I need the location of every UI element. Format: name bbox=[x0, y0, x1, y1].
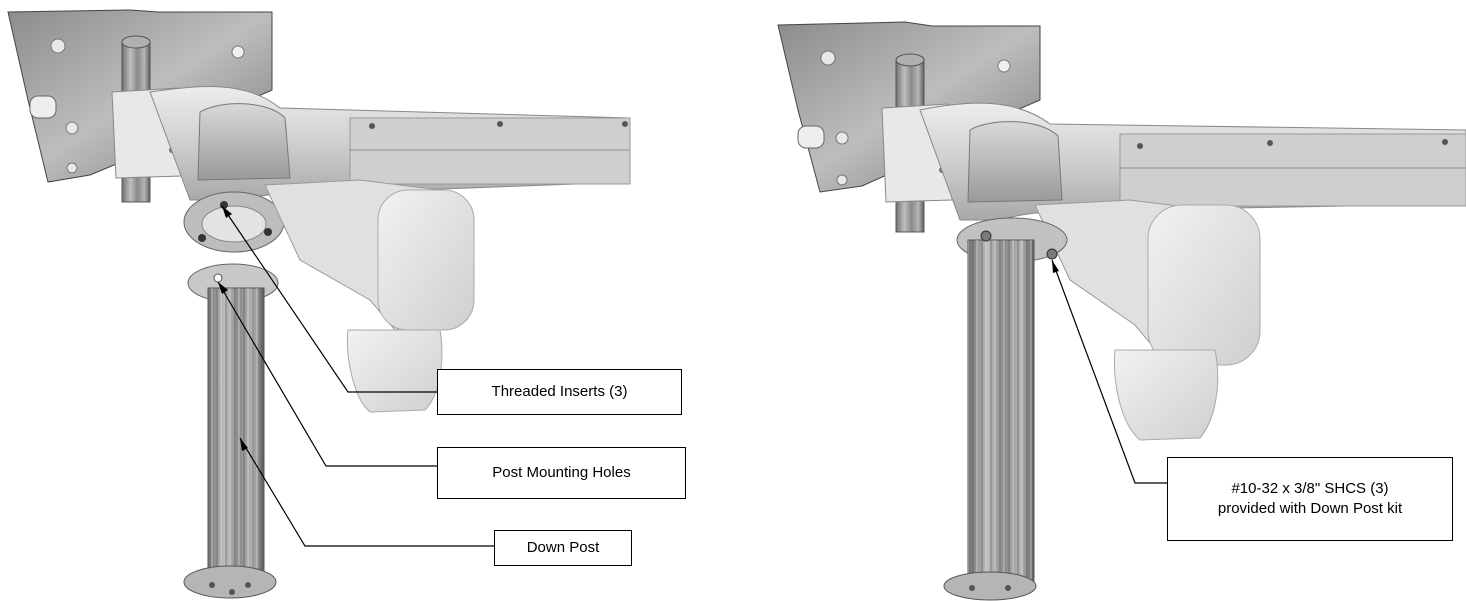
threaded-insert bbox=[198, 234, 206, 242]
shcs-screw bbox=[980, 230, 992, 242]
callout-threaded-inserts: Threaded Inserts (3) bbox=[437, 369, 682, 415]
callout-shcs: #10-32 x 3/8" SHCS (3) provided with Dow… bbox=[1167, 457, 1453, 541]
callout-post-mounting-holes-text: Post Mounting Holes bbox=[492, 464, 631, 481]
leader-post-mounting-holes bbox=[217, 281, 437, 467]
arm-pad-lower-right bbox=[1113, 349, 1219, 441]
locking-pin-left bbox=[29, 95, 57, 119]
callout-down-post-text: Down Post bbox=[526, 539, 600, 556]
callout-post-mounting-holes: Post Mounting Holes bbox=[437, 447, 686, 499]
leader-shcs bbox=[1051, 259, 1167, 484]
callout-shcs-line1: #10-32 x 3/8" SHCS (3) bbox=[1231, 480, 1389, 497]
callout-shcs-line2: provided with Down Post kit bbox=[1217, 500, 1403, 517]
callout-down-post: Down Post bbox=[494, 530, 632, 566]
plate-stud-left bbox=[66, 162, 78, 174]
plate-stud-left bbox=[65, 121, 79, 135]
down-post-installed-flange-bottom bbox=[943, 571, 1037, 601]
shcs-screw bbox=[1046, 248, 1058, 260]
down-post-flange-bottom bbox=[183, 565, 277, 599]
arm-pad-upper-right bbox=[1147, 204, 1261, 366]
arm-pad-upper-left bbox=[377, 189, 475, 331]
leader-threaded-inserts bbox=[221, 205, 437, 393]
locking-pin-right bbox=[797, 125, 825, 149]
callout-threaded-inserts-text: Threaded Inserts (3) bbox=[491, 383, 628, 400]
post-mounting-hole bbox=[213, 273, 223, 283]
arm-pad-lower-left bbox=[346, 329, 443, 413]
leader-down-post bbox=[239, 437, 494, 547]
plate-stud-left bbox=[50, 38, 66, 54]
plate-stud-left bbox=[231, 45, 245, 59]
left-assembly-exploded bbox=[7, 9, 631, 599]
leader-lines bbox=[217, 205, 1167, 547]
right-assembly-installed bbox=[777, 21, 1466, 601]
threaded-insert bbox=[264, 228, 272, 236]
